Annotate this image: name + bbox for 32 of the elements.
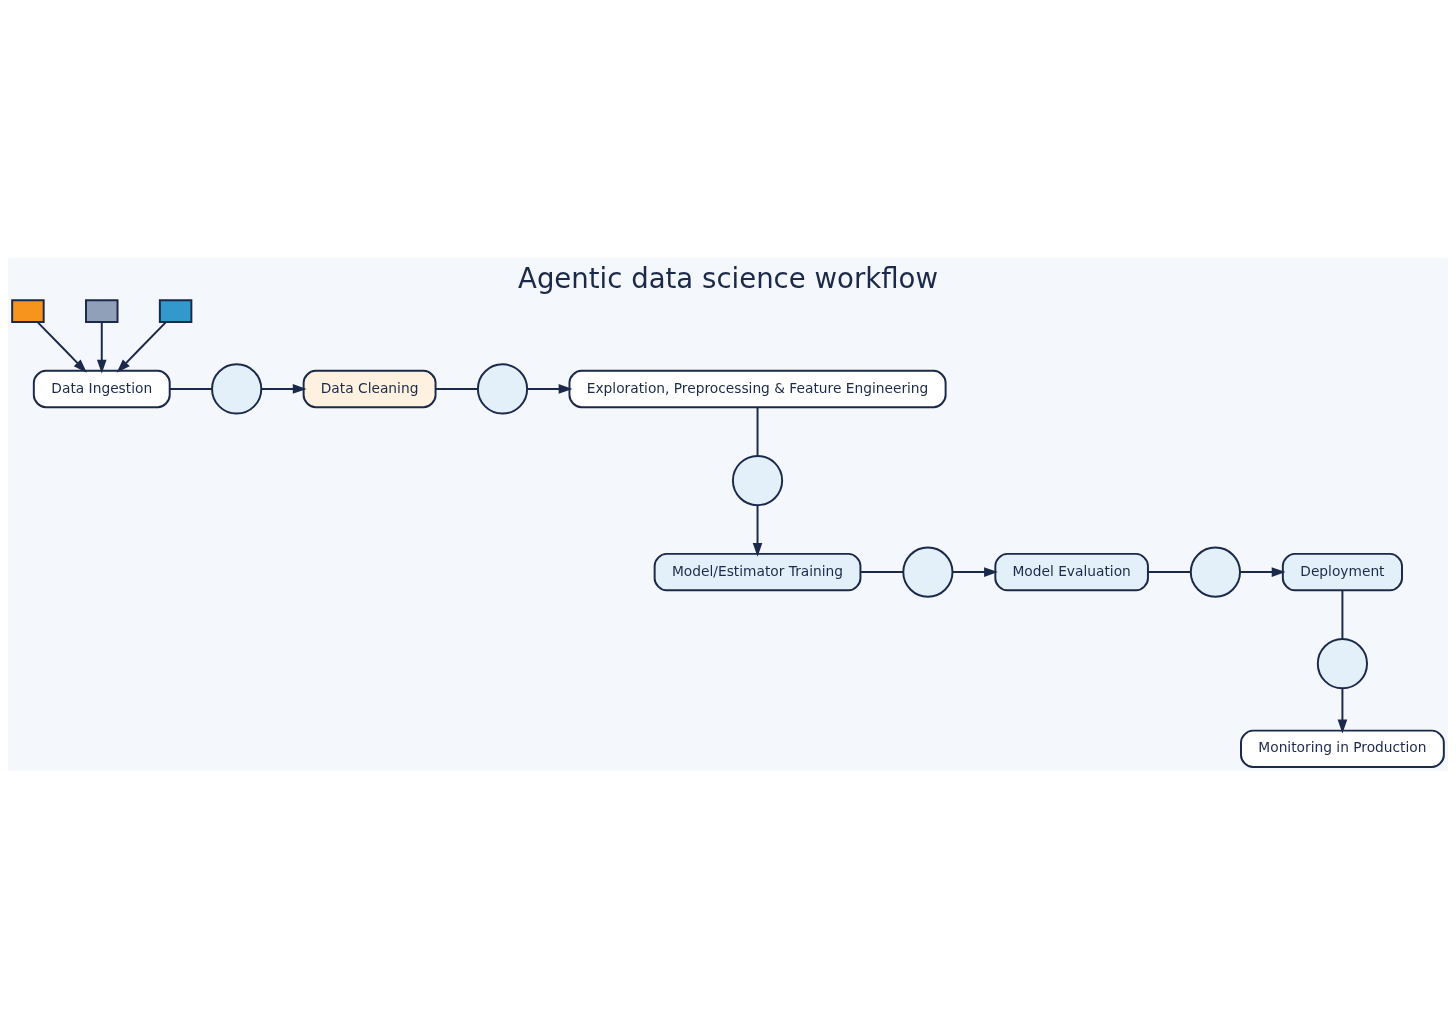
node-box: Monitoring in Production — [1240, 729, 1445, 768]
node-box: Data Ingestion — [32, 369, 171, 408]
node-box — [11, 298, 45, 323]
node-box — [85, 298, 119, 323]
node-box: Exploration, Preprocessing & Feature Engineering — [568, 369, 947, 408]
connector — [168, 387, 213, 390]
diagram-title: Agentic data science workflow — [518, 261, 938, 295]
connector — [1341, 588, 1344, 640]
node-circle — [1316, 637, 1368, 689]
node-box: Model Evaluation — [994, 552, 1149, 591]
arrow — [951, 566, 998, 577]
node-circle — [476, 362, 529, 415]
node-box: Deployment — [1281, 552, 1403, 591]
node-box: Model/Estimator Training — [653, 552, 862, 591]
arrow — [1337, 687, 1348, 733]
arrow — [526, 383, 573, 394]
arrow — [260, 383, 307, 394]
arrow — [116, 320, 167, 373]
arrow — [1239, 566, 1286, 577]
arrow — [96, 320, 107, 373]
connector — [859, 570, 905, 573]
connector — [434, 387, 479, 390]
node-circle — [902, 546, 954, 598]
node-box: Data Cleaning — [302, 369, 437, 408]
node-box — [158, 298, 193, 323]
arrow — [752, 504, 763, 557]
node-circle — [731, 454, 784, 506]
connector — [756, 405, 759, 457]
node-circle — [211, 362, 263, 415]
connector — [1147, 570, 1192, 573]
arrow — [36, 320, 87, 373]
node-circle — [1189, 546, 1241, 598]
